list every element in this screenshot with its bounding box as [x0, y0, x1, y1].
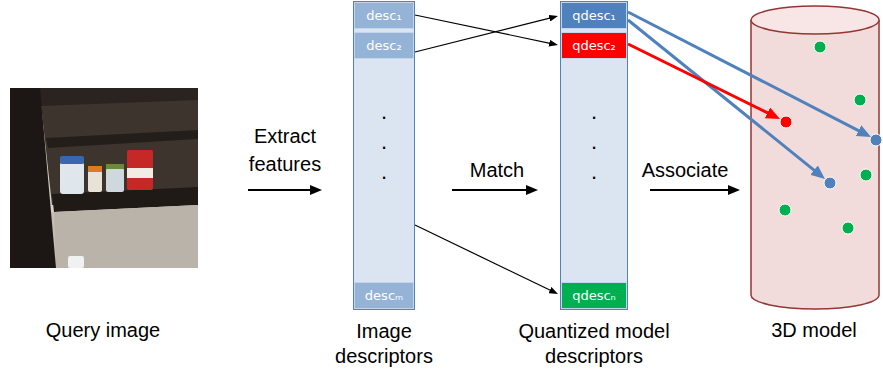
quantized-column: Quantized model descriptorsqdesc₁qdesc₂q… [560, 1, 628, 310]
model-point [860, 169, 872, 181]
query-image: Query image [10, 88, 198, 268]
cylinder-body [751, 20, 879, 309]
photo-wall [10, 88, 198, 268]
descriptor-label: desc₂ [355, 33, 413, 58]
ellipsis-dot: . [584, 100, 604, 124]
soup-can [127, 150, 153, 190]
quantized-box: qdesc₁ [561, 2, 627, 29]
node-caption: Query image [18, 318, 188, 343]
ellipsis-dot: . [374, 160, 394, 184]
node-caption: Image descriptors [324, 319, 444, 369]
soup-can-band [127, 168, 153, 178]
connector-arrow [628, 20, 820, 175]
jar-lid [88, 166, 102, 172]
descriptor-label: descₘ [355, 283, 413, 308]
step-label: Associate [635, 156, 735, 184]
node-caption: 3D model [754, 318, 874, 343]
cabinet-top [40, 88, 198, 106]
descriptor-column: Image descriptorsdesc₁desc₂descₘ [353, 1, 415, 310]
model-point [870, 134, 882, 146]
cylinder-top [751, 6, 879, 34]
jar-lid [60, 156, 84, 164]
model-point [814, 41, 826, 53]
jar [60, 162, 84, 194]
jar [88, 170, 102, 192]
model-point [824, 177, 836, 189]
quantized-box: qdesc₂ [561, 32, 627, 59]
cabinet-shelf [46, 130, 198, 148]
connector-arrow [415, 225, 554, 292]
model-point [780, 116, 792, 128]
jar [68, 256, 84, 268]
descriptor-label: desc₁ [355, 3, 413, 28]
ellipsis-dot: . [374, 100, 394, 124]
descriptor-label: qdesc₂ [562, 33, 626, 58]
ellipsis-dot: . [584, 160, 604, 184]
ellipsis-dot: . [374, 130, 394, 154]
connector-arrow [415, 15, 554, 44]
descriptor-box: desc₁ [354, 2, 414, 29]
jar-lid [106, 164, 124, 169]
connector-arrow [248, 189, 316, 191]
model-cylinder: 3D model [750, 5, 880, 310]
descriptor-box: desc₂ [354, 32, 414, 59]
photo-wall [54, 205, 198, 268]
jar [106, 168, 124, 192]
ellipsis-dot: . [584, 130, 604, 154]
model-point [854, 94, 866, 106]
descriptor-box: descₘ [354, 282, 414, 309]
step-label: Extract features [235, 122, 335, 178]
cabinet-door [10, 88, 56, 268]
connector-arrow [415, 17, 554, 52]
quantized-box: qdescₙ [561, 282, 627, 309]
connector-arrow [650, 189, 734, 191]
model-point [842, 222, 854, 234]
descriptor-label: qdescₙ [562, 283, 626, 308]
descriptor-label: qdesc₁ [562, 3, 626, 28]
cabinet-inside [40, 88, 198, 205]
connector-arrow [628, 44, 774, 116]
node-caption: Quantized model descriptors [504, 319, 684, 369]
connector-arrow [452, 189, 532, 191]
model-point [779, 204, 791, 216]
step-label: Match [452, 156, 542, 184]
cylinder-shape [750, 5, 880, 310]
